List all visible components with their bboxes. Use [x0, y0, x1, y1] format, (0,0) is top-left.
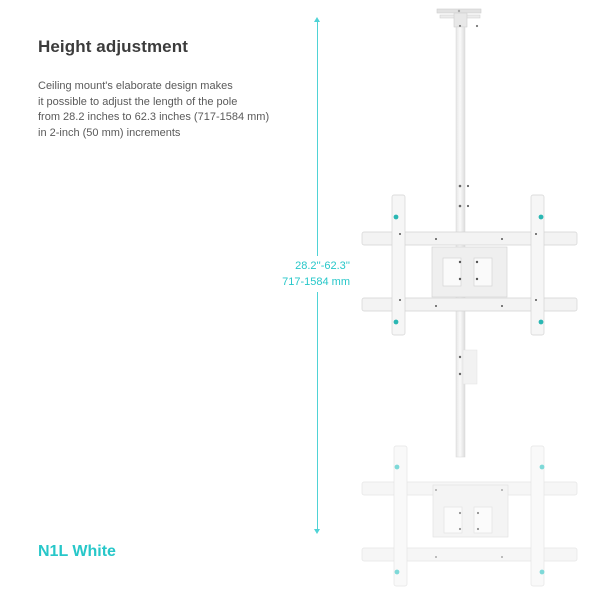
height-range-inches: 28.2''-62.3'' — [295, 260, 350, 272]
description-line: Ceiling mount's elaborate design makes — [38, 80, 233, 92]
description-line: in 2-inch (50 mm) increments — [38, 126, 181, 139]
tv-bracket-upper-icon — [361, 194, 578, 336]
section-description: Ceiling mount's elaborate design makes i… — [38, 79, 318, 141]
height-range-mm: 717-1584 mm — [282, 276, 350, 288]
product-variant-label: N1L White — [38, 543, 116, 560]
description-line: from 28.2 inches to 62.3 inches (717-158… — [38, 111, 270, 123]
arrow-up-icon — [314, 17, 320, 22]
section-title: Height adjustment — [38, 37, 188, 56]
ceiling-plate-icon — [436, 8, 482, 28]
height-range-label: 28.2''-62.3'' 717-1584 mm — [258, 256, 358, 292]
arrow-down-icon — [314, 529, 320, 534]
tv-bracket-lower-icon — [361, 445, 578, 587]
description-line: it possible to adjust the length of the … — [38, 95, 238, 108]
